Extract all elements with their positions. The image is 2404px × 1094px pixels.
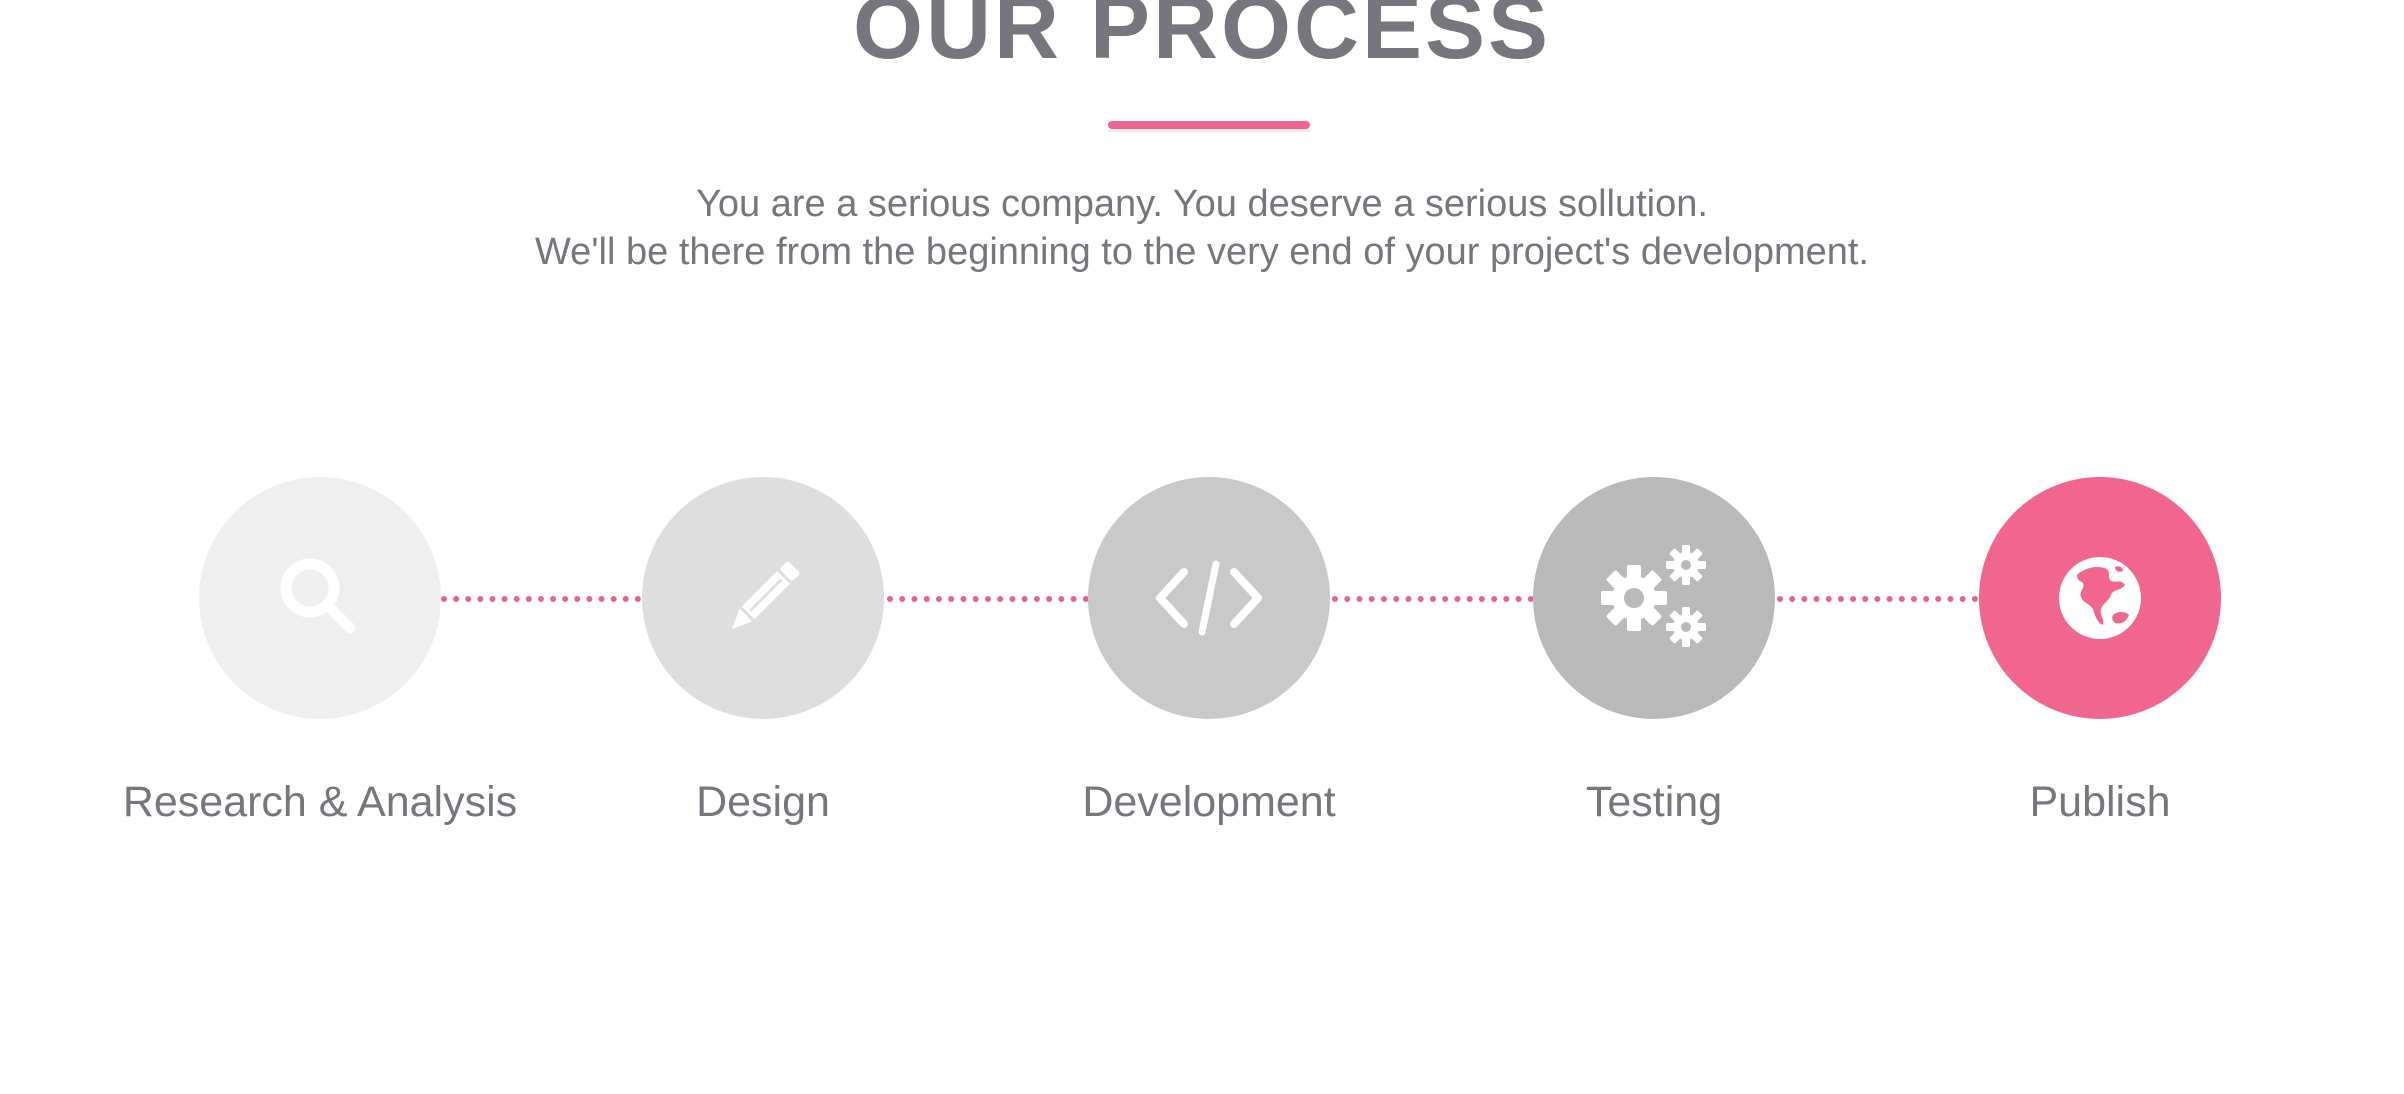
pencil-icon xyxy=(713,548,813,648)
code-icon xyxy=(1154,558,1264,638)
connector-2-3 xyxy=(887,596,1089,602)
step-research-circle[interactable] xyxy=(199,477,441,719)
intro-line-1: You are a serious company. You deserve a… xyxy=(696,183,1708,225)
step-testing-label: Testing xyxy=(1585,778,1723,826)
step-development-label: Development xyxy=(1082,778,1336,826)
step-design-label: Design xyxy=(696,778,830,826)
step-publish-label: Publish xyxy=(2029,778,2171,826)
globe-icon xyxy=(2055,553,2145,643)
connector-1-2 xyxy=(441,596,641,602)
step-research-label: Research & Analysis xyxy=(122,778,518,826)
connector-4-5 xyxy=(1777,596,1978,602)
title-underline-shadow xyxy=(1108,129,1310,132)
step-development-circle[interactable] xyxy=(1088,477,1330,719)
connector-3-4 xyxy=(1332,596,1534,602)
title-underline xyxy=(1108,121,1310,129)
step-publish-circle[interactable] xyxy=(1979,477,2221,719)
section-title: OUR PROCESS xyxy=(852,0,1552,78)
intro-line-2: We'll be there from the beginning to the… xyxy=(534,231,1869,273)
step-design-circle[interactable] xyxy=(642,477,884,719)
step-testing-circle[interactable] xyxy=(1533,477,1775,719)
search-icon xyxy=(270,548,370,648)
gears-icon xyxy=(1594,543,1714,653)
